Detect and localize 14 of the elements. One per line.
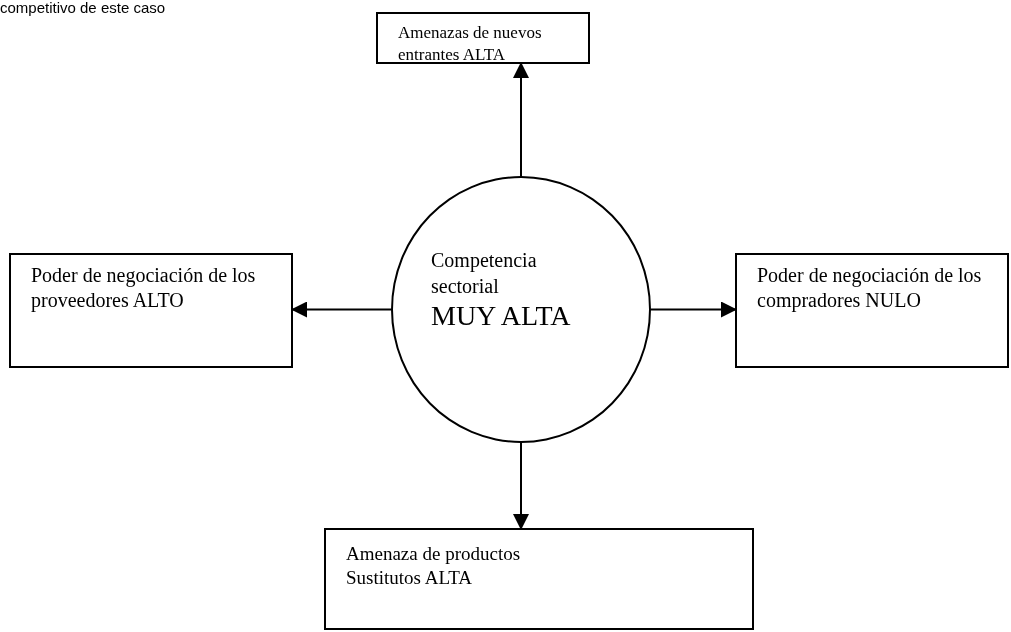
arrow — [650, 301, 737, 318]
box-text: Amenazas de nuevos entrantes ALTA — [398, 22, 543, 66]
node-title: Competencia sectorial — [431, 247, 538, 299]
box-text: Poder de negociación de los compradores NULO — [757, 263, 983, 313]
arrow — [513, 62, 529, 177]
force-box — [9, 253, 293, 368]
force-box — [376, 12, 590, 64]
heading-text: competitivo de este caso — [0, 0, 166, 15]
arrow — [513, 442, 529, 530]
box-text: Amenaza de productos Sustitutos ALTA — [346, 542, 522, 590]
rating-text: MUY ALTA — [431, 298, 572, 333]
force-box — [324, 528, 754, 630]
box-text: Poder de negociación de los proveedores ALTO — [31, 263, 257, 313]
force-box — [735, 253, 1009, 368]
